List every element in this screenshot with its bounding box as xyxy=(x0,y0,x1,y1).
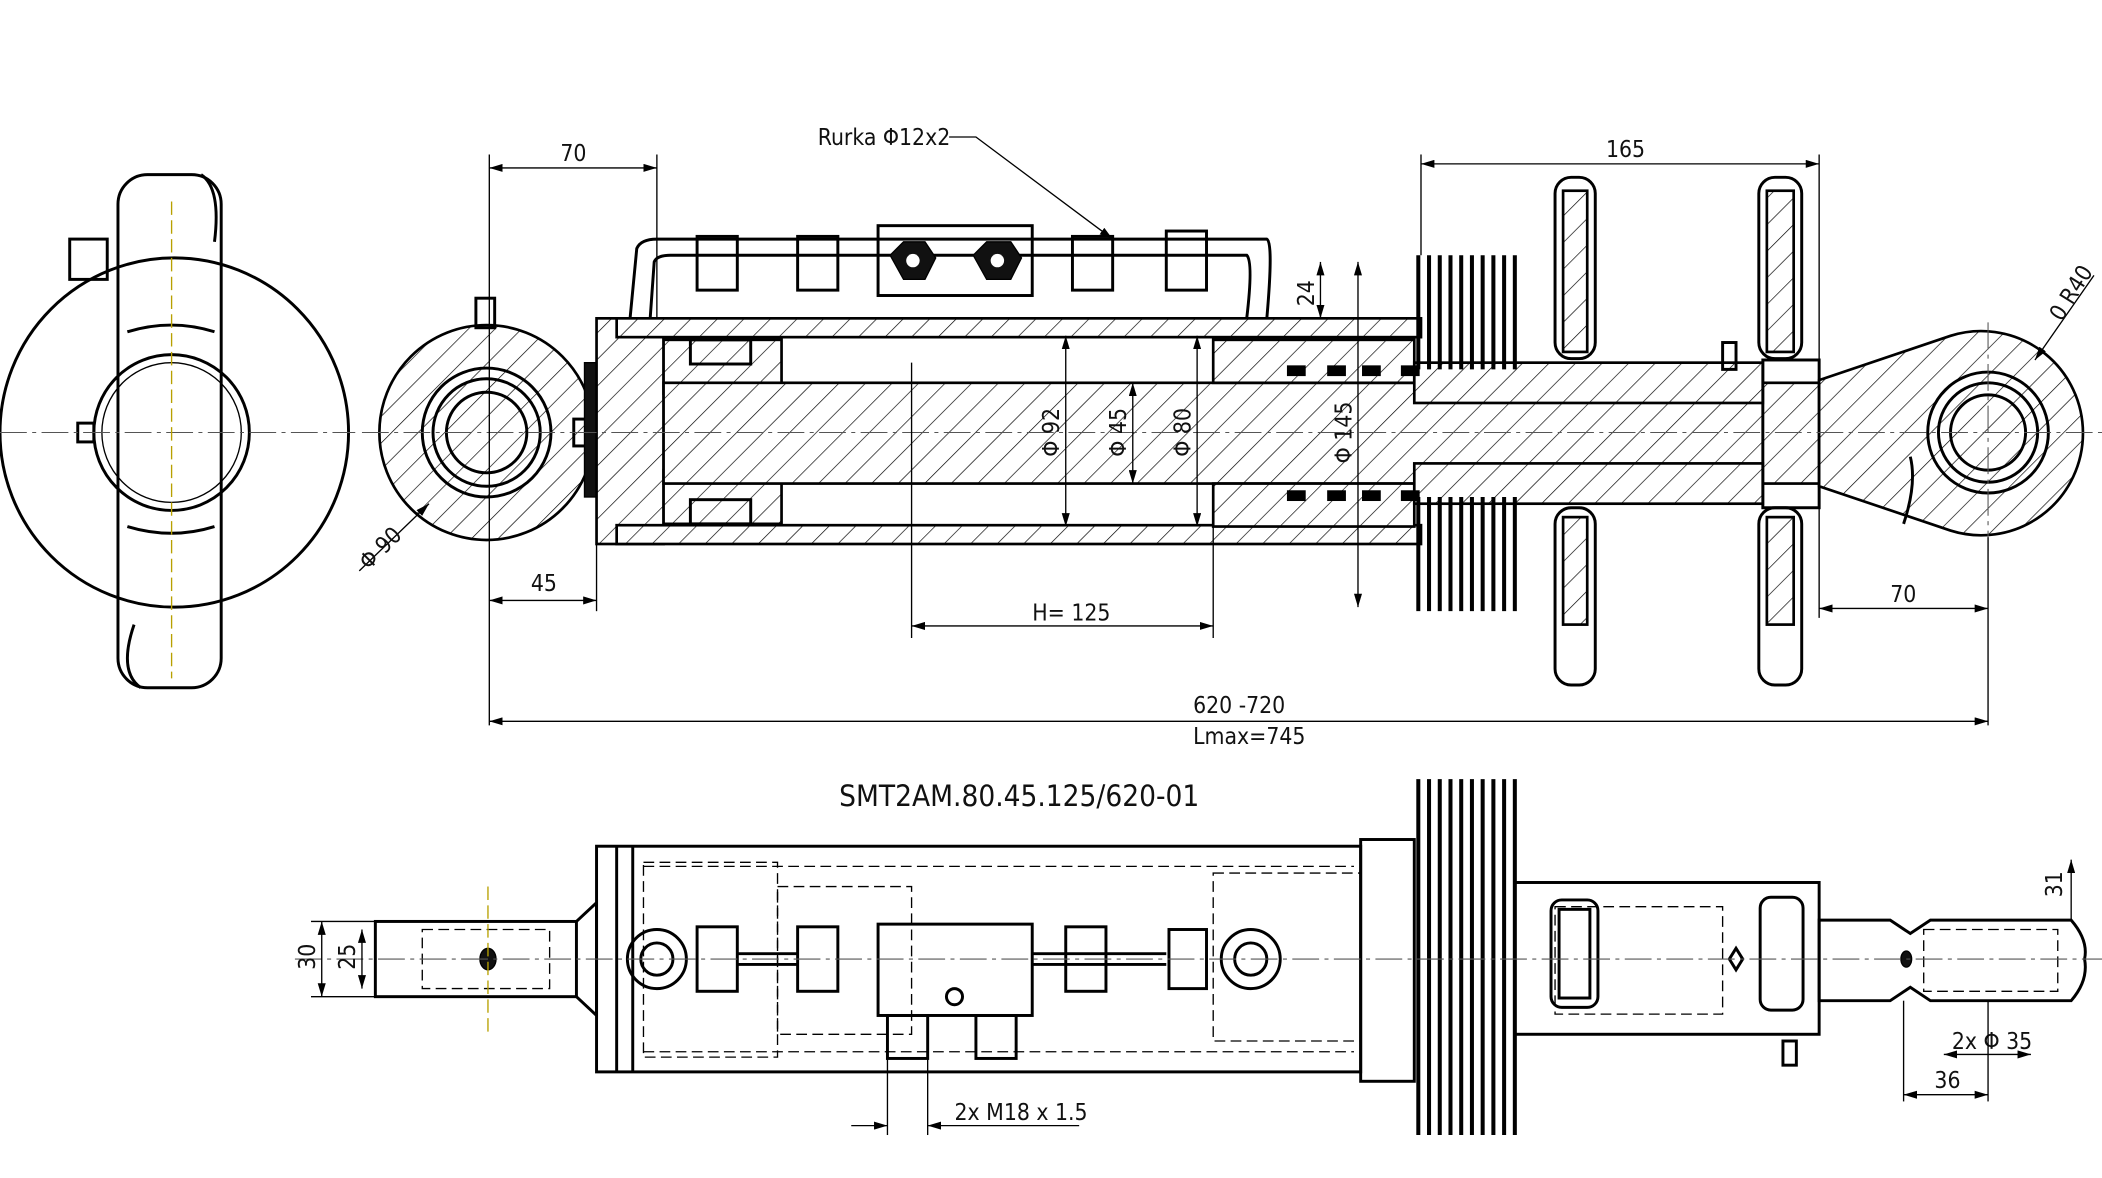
dim-165: 165 xyxy=(1606,137,1645,163)
dim-length-max: Lmax=745 xyxy=(1193,724,1305,750)
dim-70-right: 70 xyxy=(1890,582,1916,608)
dim-70-left: 70 xyxy=(560,141,586,167)
dimensions-bottom: 30 25 31 2x Φ 35 36 2x M18 x 1.5 xyxy=(295,859,2076,1136)
dim-31: 31 xyxy=(2042,871,2068,897)
top-view xyxy=(294,779,2102,1136)
dim-24: 24 xyxy=(1294,280,1320,306)
dim-36: 36 xyxy=(1934,1068,1960,1094)
end-view xyxy=(0,173,356,690)
dim-pin-holes: 2x Φ 35 xyxy=(1952,1029,2032,1055)
spring-coils xyxy=(1416,255,1517,612)
pipe-label: Rurka Φ12x2 xyxy=(818,125,950,151)
dim-r40: 0 R40 xyxy=(2045,261,2099,326)
dim-length-range: 620 -720 xyxy=(1193,693,1285,719)
dim-phi92: Φ 92 xyxy=(1039,408,1065,457)
dim-25: 25 xyxy=(335,944,361,970)
dimensions-main: 70 Rurka Φ12x2 165 24 Φ 92 Φ 45 Φ 80 Φ 1… xyxy=(355,125,2099,750)
dim-45: 45 xyxy=(531,571,557,597)
pipe xyxy=(628,224,1272,319)
part-number-title: SMT2AM.80.45.125/620-01 xyxy=(839,779,1199,813)
dim-phi45: Φ 45 xyxy=(1106,408,1132,457)
dim-stroke: H= 125 xyxy=(1032,601,1110,627)
dim-phi145: Φ 145 xyxy=(1331,402,1357,464)
dim-30: 30 xyxy=(295,944,321,970)
section-view xyxy=(361,175,2102,687)
dim-ports: 2x M18 x 1.5 xyxy=(954,1100,1087,1126)
dim-phi80: Φ 80 xyxy=(1170,408,1196,457)
